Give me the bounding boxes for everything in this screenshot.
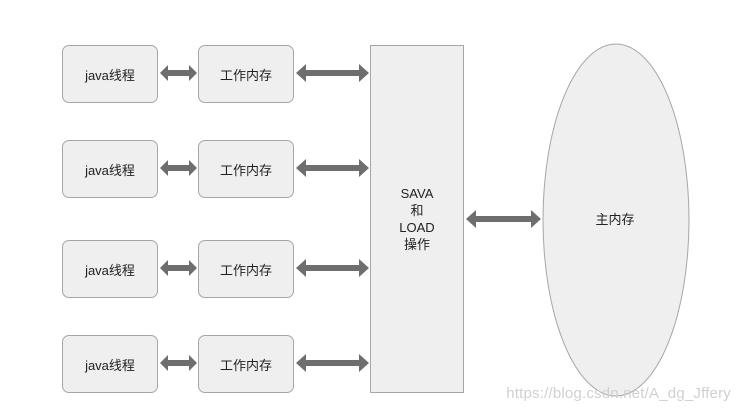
java-thread-label: java线程 [85,162,135,178]
working-memory-box: 工作内存 [198,140,294,198]
working-memory-box: 工作内存 [198,240,294,298]
working-memory-label: 工作内存 [219,67,272,83]
thread-memory-arrow [160,160,197,176]
working-memory-label: 工作内存 [219,357,272,373]
java-thread-label: java线程 [85,67,135,83]
java-thread-box: java线程 [62,240,158,298]
working-memory-box: 工作内存 [198,335,294,393]
java-thread-box: java线程 [62,140,158,198]
thread-memory-arrow [160,260,197,276]
save-load-operation-box: SAVA 和 LOAD 操作 [370,45,464,393]
java-thread-label: java线程 [85,262,135,278]
operation-line: SAVA [400,186,434,201]
operation-main-memory-arrow [466,210,541,228]
memory-operation-arrow [296,354,369,372]
watermark-text: https://blog.csdn.net/A_dg_Jffery [506,385,731,402]
java-thread-box: java线程 [62,335,158,393]
thread-memory-arrow [160,65,197,81]
operation-line: 和 [410,203,424,218]
working-memory-label: 工作内存 [219,262,272,278]
memory-operation-arrow [296,64,369,82]
main-memory-oval [542,43,690,397]
main-memory-label: 主内存 [595,212,635,227]
operation-line: LOAD [399,220,435,235]
java-thread-label: java线程 [85,357,135,373]
java-thread-box: java线程 [62,45,158,103]
thread-memory-arrow [160,355,197,371]
operation-line: 操作 [403,237,430,252]
working-memory-box: 工作内存 [198,45,294,103]
working-memory-label: 工作内存 [219,162,272,178]
memory-operation-arrow [296,259,369,277]
memory-operation-arrow [296,159,369,177]
